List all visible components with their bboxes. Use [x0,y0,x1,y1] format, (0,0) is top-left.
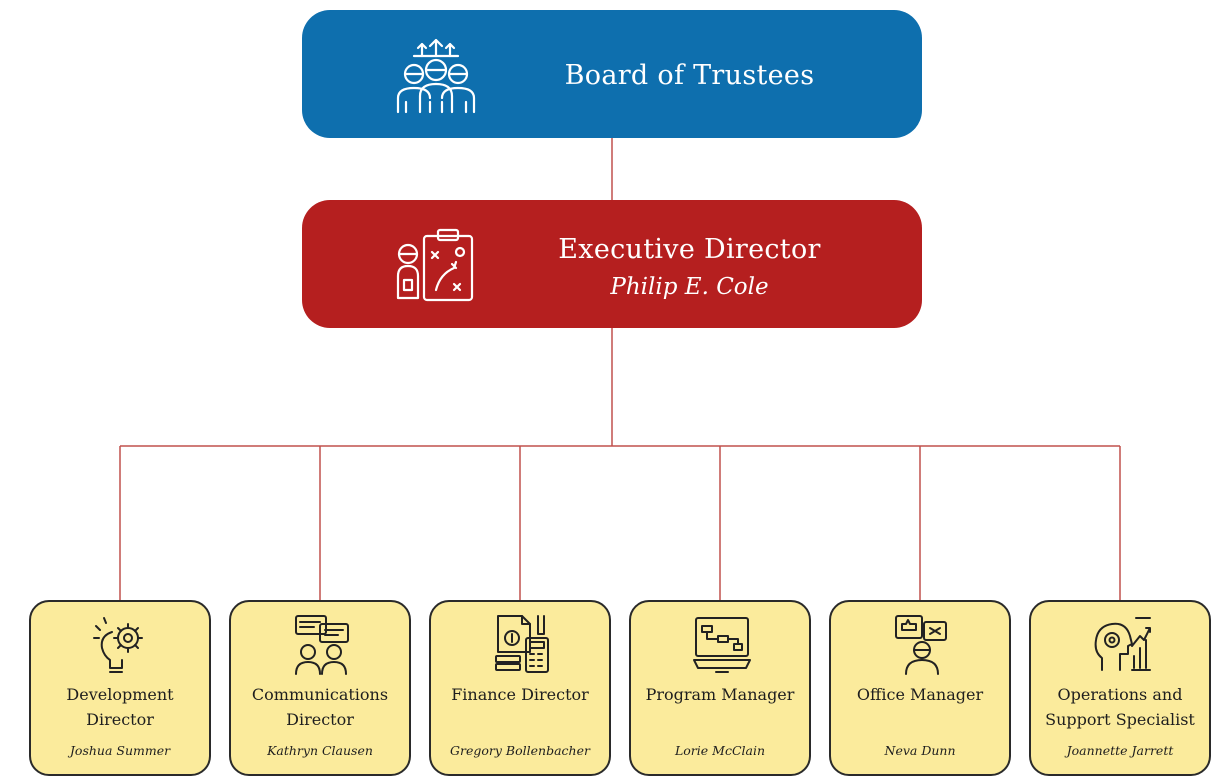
computer-flowchart-icon [693,617,751,673]
office-manager-icon [895,615,947,675]
staff-name: Neva Dunn [884,743,956,758]
board-of-trustees-box: Board of Trustees [302,10,922,138]
staff-title: Development Director [37,682,203,732]
staff-card-office: Office Manager Neva Dunn [829,600,1011,776]
staff-title-line-1: Development [66,685,174,704]
staff-title: Program Manager [637,682,803,707]
board-title: Board of Trustees [564,60,815,91]
staff-title-line-1: Communications [251,685,389,704]
staff-title-line-2: Director [286,710,354,729]
staff-title: Operations and Support Specialist [1037,682,1203,732]
executive-name: Philip E. Cole [610,274,769,300]
staff-card-finance: Finance Director Gregory Bollenbacher [429,600,611,776]
staff-title-line-1: Office Manager [856,685,984,704]
staff-card-program: Program Manager Lorie McClain [629,600,811,776]
staff-name: Kathryn Clausen [267,743,373,758]
staff-name: Joannette Jarrett [1066,743,1174,758]
finance-calculator-icon [495,615,549,673]
staff-card-development: Development Director Joshua Summer [29,600,211,776]
staff-title-line-1: Operations and [1057,685,1183,704]
conversation-icon [295,615,349,675]
staff-card-communications: Communications Director Kathryn Clausen [229,600,411,776]
operations-analytics-icon [1094,617,1151,671]
strategy-clipboard-icon [396,228,474,302]
staff-title: Office Manager [837,682,1003,707]
staff-title: Finance Director [437,682,603,707]
staff-name: Lorie McClain [674,743,766,758]
staff-name: Joshua Summer [69,743,171,758]
staff-title: Communications Director [237,682,403,732]
staff-title-line-2: Support Specialist [1045,710,1195,729]
executive-director-box: Executive Director Philip E. Cole [302,200,922,328]
staff-title-line-1: Finance Director [451,685,589,704]
executive-title: Executive Director [558,234,821,265]
staff-title-line-1: Program Manager [645,685,795,704]
lightbulb-gear-icon [93,617,143,673]
staff-card-operations: Operations and Support Specialist Joanne… [1029,600,1211,776]
board-group-icon [396,38,476,114]
staff-name: Gregory Bollenbacher [450,743,590,758]
staff-title-line-2: Director [86,710,154,729]
